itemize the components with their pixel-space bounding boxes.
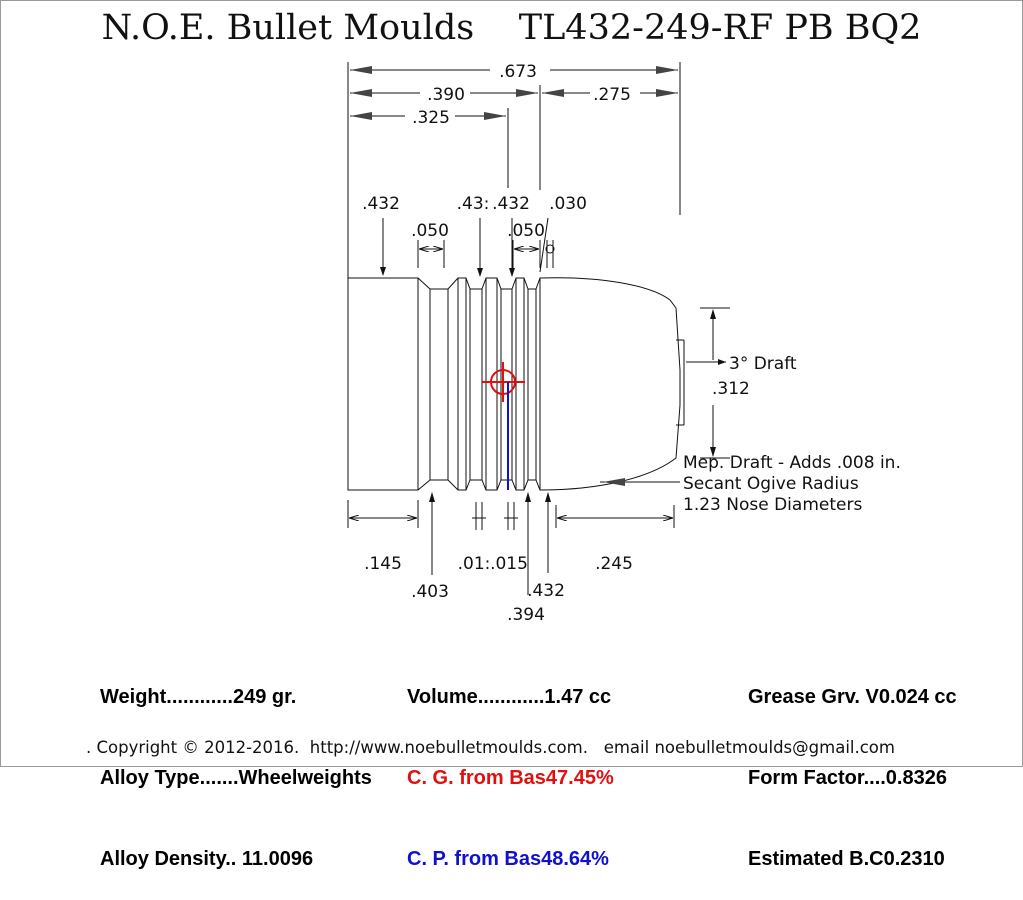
groove-width-1-label: .050 — [411, 221, 449, 241]
band-dia-mid-label: .43: — [457, 194, 490, 214]
base-band-length-label: .145 — [364, 554, 402, 574]
groove-dia-label: .403 — [411, 582, 449, 602]
alloy-type-stat: Alloy Type.......Wheelweights — [100, 767, 372, 789]
volume-stat: Volume............1.47 cc — [407, 686, 612, 708]
nose-diam-note: 1.23 Nose Diameters — [683, 495, 862, 515]
band-width-1-label: .01: — [458, 554, 491, 574]
cp-stat: C. P. from Bas48.64% — [407, 848, 609, 870]
front-step-label: .030 — [549, 194, 587, 214]
band-dia-rear-label: .432 — [362, 194, 400, 214]
meplat-dia-label: .312 — [712, 379, 750, 399]
grease-stat: Grease Grv. V0.024 cc — [748, 686, 957, 708]
copyright-footer: . Copyright © 2012-2016. http://www.noeb… — [86, 738, 895, 757]
form-factor-stat: Form Factor....0.8326 — [748, 767, 947, 789]
page-title: N.O.E. Bullet Moulds TL432-249-RF PB BQ2 — [101, 8, 922, 48]
bullet-drawing: .673 .390 .275 .325 .432 .43: .432 .030 … — [347, 62, 901, 625]
band-width-2-label: .015 — [490, 554, 528, 574]
cg-marker — [482, 362, 525, 402]
nose-notes: Mep. Draft - Adds .008 in. Secant Ogive … — [600, 453, 901, 515]
ogive-note: Secant Ogive Radius — [683, 474, 859, 494]
weight-stat: Weight............249 gr. — [100, 686, 297, 708]
nose-length-label: .275 — [593, 85, 631, 105]
upper-labels: .432 .43: .432 .030 .050 .050 — [362, 194, 587, 277]
overall-length-label: .673 — [499, 62, 537, 82]
stats-middle: Volume............1.47 cc C. G. from Bas… — [407, 630, 614, 900]
bottom-dimensions: .145 .403 .01: .015 .394 .432 .245 — [347, 492, 675, 625]
draft-label: 3° Draft — [729, 354, 797, 374]
meplat-dimension: 3° Draft .312 — [686, 307, 797, 459]
top-dimensions: .673 .390 .275 .325 — [347, 62, 681, 280]
bc-stat: Estimated B.C0.2310 — [748, 848, 945, 870]
front-groove-dia-label: .394 — [507, 605, 545, 625]
groove-width-2-label: .050 — [507, 221, 545, 241]
to-nose-start-label: .390 — [427, 85, 465, 105]
to-last-groove-label: .325 — [412, 108, 450, 128]
band-dia-front-label: .432 — [492, 194, 530, 214]
alloy-density-stat: Alloy Density.. 11.0096 — [100, 848, 314, 870]
bullet-profile — [347, 277, 685, 491]
front-dia-label: .432 — [527, 581, 565, 601]
stats-right: Grease Grv. V0.024 cc Form Factor....0.8… — [748, 630, 957, 900]
cg-stat: C. G. from Bas47.45% — [407, 767, 614, 789]
nose-start-length-label: .245 — [595, 554, 633, 574]
meplat-note: Mep. Draft - Adds .008 in. — [683, 453, 901, 473]
stats-left: Weight............249 gr. Alloy Type....… — [100, 630, 372, 900]
